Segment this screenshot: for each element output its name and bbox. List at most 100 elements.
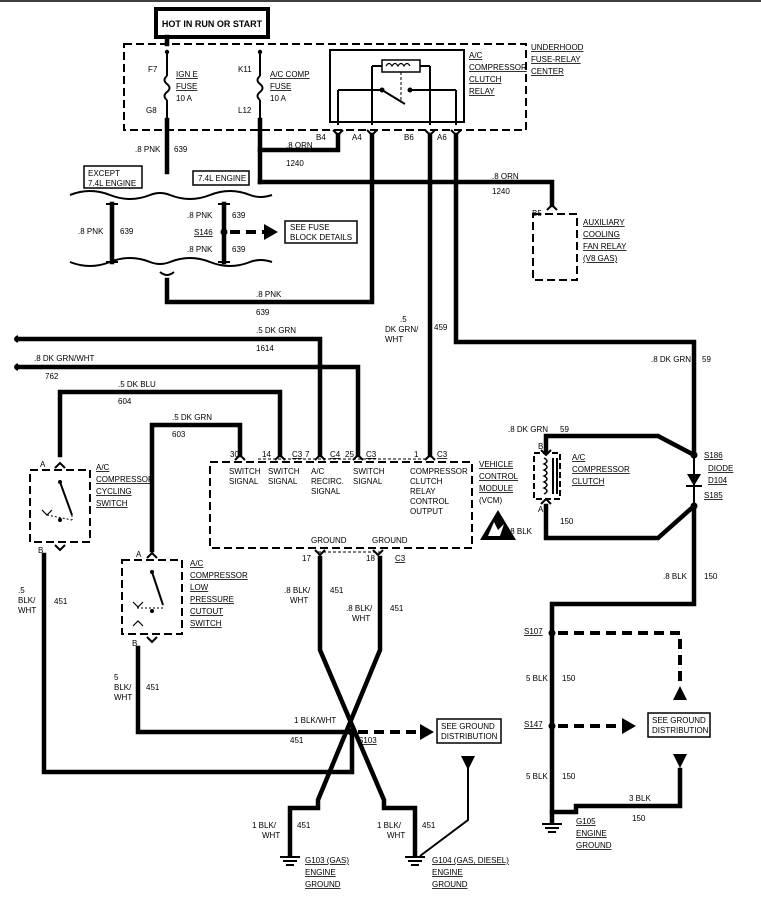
- wire-num: 603: [172, 430, 186, 439]
- lp-label-5: CUTOUT: [190, 607, 223, 616]
- ac-fuse-label-2: FUSE: [270, 82, 291, 91]
- wire-label-2: .8 ORN: [492, 172, 519, 181]
- lp-label-6: SWITCH: [190, 619, 222, 628]
- aux-label-1: AUXILIARY: [583, 218, 625, 227]
- ign-fuse-pin-top: F7: [148, 65, 158, 74]
- wire-label-2: WHT: [290, 596, 308, 605]
- wire-num-d: 150: [562, 772, 576, 781]
- wire-label-1: .5: [400, 315, 407, 324]
- wire-num: 1240: [286, 159, 304, 168]
- wire-label: .5 DK BLU: [118, 380, 156, 389]
- ign-e-fuse: F7 G8 IGN E FUSE 10 A: [146, 34, 198, 123]
- wire-label-1: .8 BLK/: [346, 604, 373, 613]
- wire-label-2: BLK/: [114, 683, 132, 692]
- vcm-label-3: MODULE: [479, 484, 513, 493]
- wire-num-c: 150: [562, 674, 576, 683]
- wire-dkgrn-603: .5 DK GRN 603: [149, 413, 243, 553]
- wire-num: 59: [560, 425, 569, 434]
- wire-blkwht-451-vcm18: .8 BLK/ WHT 451: [287, 555, 404, 858]
- wire-label-e: 1 BLK/WHT: [294, 716, 336, 725]
- ground-dist-2-a: SEE GROUND: [652, 716, 706, 725]
- vcm-pinlabel-1-1: COMPRESSOR: [410, 467, 468, 476]
- ac-fuse-label-1: A/C COMP: [270, 70, 310, 79]
- ign-fuse-pin-bottom: G8: [146, 106, 157, 115]
- relay-label-2: COMPRESSOR: [469, 63, 527, 72]
- wire-label-3: WHT: [18, 606, 36, 615]
- cycling-label-1: A/C: [96, 463, 110, 472]
- ac-fuse-pin-bottom: L12: [238, 106, 252, 115]
- wire-dkgrnwht-762: .8 DK GRN/WHT 762: [14, 354, 361, 458]
- wire-label-r1: .8 PNK: [187, 211, 213, 220]
- wire-num: 150: [704, 572, 718, 581]
- wire-dkgrn-59: .8 DK GRN 59: [453, 132, 711, 458]
- lp-label-4: PRESSURE: [190, 595, 234, 604]
- ign-fuse-label-3: 10 A: [176, 94, 193, 103]
- wire-label: .8 PNK: [135, 145, 161, 154]
- g104-label-1: G104 (GAS, DIESEL): [432, 856, 509, 865]
- lp-label-2: COMPRESSOR: [190, 571, 248, 580]
- splice-s146: S146: [194, 228, 213, 237]
- relay-label-4: RELAY: [469, 87, 495, 96]
- splice-s147: S147 SEE GROUND DISTRIBUTION: [524, 712, 711, 768]
- vcm-pinlabel-7-2: RECIRC.: [311, 477, 344, 486]
- splice-s107: S107: [524, 627, 687, 700]
- diode-label-1: DIODE: [708, 464, 733, 473]
- wire-label-c: 5 BLK: [526, 674, 548, 683]
- ac-cycling-switch: A B A/C COMPRESSOR CYCLING SWITCH: [29, 460, 154, 555]
- g105-label-3: GROUND: [576, 841, 612, 850]
- wire-label: .8 PNK: [78, 227, 104, 236]
- clutch-label-2: COMPRESSOR: [572, 465, 630, 474]
- wire-num: 604: [118, 397, 132, 406]
- ac-clutch-relay: A/C COMPRESSOR CLUTCH RELAY B4 A4 B6 A6: [316, 49, 527, 142]
- g103-label-3: GROUND: [305, 880, 341, 889]
- wire-orn-1240: .8 ORN 1240 .8 ORN 1240: [257, 117, 555, 208]
- vcm-pin-7: 7: [305, 450, 310, 459]
- relay-pin-b6: B6: [404, 133, 414, 142]
- wire-num: 451: [54, 597, 68, 606]
- ac-low-pressure-switch: A B A/C COMPRESSOR LOW PRESSURE CUTOUT S…: [121, 550, 248, 648]
- vcm-ground-pin-17: 17: [302, 554, 311, 563]
- relay-label-3: CLUTCH: [469, 75, 502, 84]
- wire-dkgrnwht-459: .5 DK GRN/ WHT 459: [385, 132, 448, 458]
- g104-label-3: GROUND: [432, 880, 468, 889]
- wire-blk-150: .8 BLK 150 5 BLK 150 5 BLK 150 3 BLK 150: [526, 503, 718, 825]
- cycling-label-4: SWITCH: [96, 499, 128, 508]
- aux-label-3: FAN RELAY: [583, 242, 627, 251]
- wire-label: .8 DK GRN/WHT: [34, 354, 95, 363]
- fuse-relay-center: UNDERHOOD FUSE-RELAY CENTER: [123, 43, 584, 131]
- ground-g103: 1 BLK/ WHT 451 G103 (GAS) ENGINE GROUND: [252, 821, 349, 889]
- wire-num-2: 150: [560, 517, 574, 526]
- vcm-pinlabel-25-2: SIGNAL: [353, 477, 383, 486]
- vcm-ground-pin-18: 18: [366, 554, 375, 563]
- wire-num: 1614: [256, 344, 274, 353]
- lp-label-1: A/C: [190, 559, 204, 568]
- wire-label-3: WHT: [114, 693, 132, 702]
- ground-dist-1-a: SEE GROUND: [441, 722, 495, 731]
- wire-label-1: .5: [18, 586, 25, 595]
- vcm-pinlabel-25-1: SWITCH: [353, 467, 385, 476]
- g105-label-2: ENGINE: [576, 829, 607, 838]
- wire-num-r2: 639: [232, 245, 246, 254]
- cycling-pin-b: B: [38, 546, 43, 555]
- ground-dist-2-b: DISTRIBUTION: [652, 726, 709, 735]
- wire-num-r1: 639: [232, 211, 246, 220]
- wire-label: .8 DK GRN: [651, 355, 691, 364]
- wire-num-2: 1240: [492, 187, 510, 196]
- wire-blkwht-451-vcm17: .8 BLK/ WHT 451: [284, 555, 418, 858]
- vcm-conn-c4: C4: [330, 450, 341, 459]
- wire-pnk-639-bottom: .8 PNK 639: [159, 132, 375, 317]
- wire-label-1: 1 BLK/: [377, 821, 402, 830]
- wire-label-2: DK GRN/: [385, 325, 419, 334]
- wire-num: 451: [390, 604, 404, 613]
- wire-blkwht-451-lp: 5 BLK/ WHT 451 1 BLK/WHT: [114, 645, 351, 735]
- vcm-pinlabel-1-5: OUTPUT: [410, 507, 443, 516]
- wire-label-2: .8 BLK: [508, 527, 533, 536]
- vcm-conn-c3a: C3: [292, 450, 303, 459]
- wire-label-e: 3 BLK: [629, 794, 651, 803]
- wire-label: .5 DK GRN: [172, 413, 212, 422]
- cycling-label-3: CYCLING: [96, 487, 132, 496]
- wire-num-e: 451: [290, 736, 304, 745]
- power-label: HOT IN RUN OR START: [162, 19, 263, 29]
- engine-option-branch: EXCEPT 7.4L ENGINE 7.4L ENGINE .8 PNK 63…: [69, 165, 358, 267]
